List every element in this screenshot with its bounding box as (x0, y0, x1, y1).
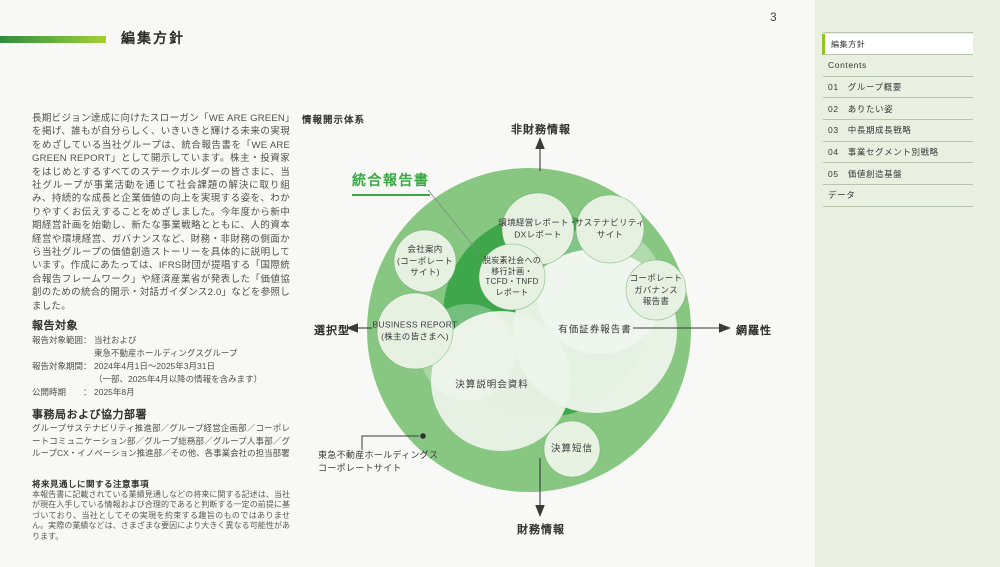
forward-looking-heading: 将来見通しに関する注意事項 (32, 479, 150, 489)
integrated-report-label: 統合報告書 (352, 170, 430, 196)
sidebar-item-aritai-sugata[interactable]: 02 ありたい姿 (823, 98, 973, 121)
sidebar-item-contents[interactable]: Contents (823, 55, 973, 77)
corporate-site-pointer-dot (420, 433, 426, 439)
corporate-site-pointer-line (361, 435, 419, 450)
sidebar-item-data[interactable]: データ (823, 185, 973, 207)
table-row: 公開時期 ： 2025年8月 (32, 386, 294, 399)
page-title: 編集方針 (121, 30, 185, 46)
tanshin-label: 決算短信 (550, 443, 594, 455)
scope-range-value: 当社および 東急不動産ホールディングスグループ (94, 335, 238, 358)
env-dx-label: 環境経営レポート・ DXレポート (498, 217, 578, 240)
scope-period-value: 2024年4月1日～2025年3月31日 （一部、2025年4月以降の情報を含み… (94, 361, 263, 384)
scope-period-label: 報告対象期間： (32, 361, 92, 371)
sidebar: 編集方針 Contents 01 グループ概要 02 ありたい姿 03 中長期成… (815, 0, 1000, 567)
axis-label-selective: 選択型 (314, 325, 350, 337)
scope-publish-value: 2025年8月 (94, 387, 135, 397)
decarbonization-label: 脱炭素社会への 移行計画・ TCFD・TNFD レポート (482, 256, 542, 297)
sidebar-item-segment-strategy[interactable]: 04 事業セグメント別戦略 (823, 142, 973, 164)
securities-report-label: 有価証券報告書 (558, 324, 632, 336)
sidebar-item-growth-strategy[interactable]: 03 中長期成長戦略 (823, 120, 973, 142)
sustainability-site-label: サステナビリティ サイト (575, 217, 645, 240)
axis-label-financial: 財務情報 (517, 524, 565, 536)
forward-looking-text: 本報告書に記載されている業績見通しなどの将来に関する記述は、当社が現在入手してい… (32, 490, 290, 541)
diagram-title: 情報開示体系 (302, 115, 366, 126)
secretariat-text: グループサステナビリティ推進部／グループ経営企画部／コーポレートコミュニケーショ… (32, 423, 290, 459)
scope-range-label: 報告対象範囲： (32, 335, 92, 345)
report-scope-heading: 報告対象 (32, 320, 78, 332)
business-report-label: BUSINESS REPORT (株主の皆さまへ) (372, 319, 458, 342)
axis-label-nonfinancial: 非財務情報 (511, 124, 571, 136)
header-accent-bar (0, 36, 106, 43)
page-number: 3 (770, 10, 777, 24)
sidebar-item-editorial-policy-active[interactable]: 編集方針 (822, 34, 973, 55)
report-scope-table: 報告対象範囲： 当社および 東急不動産ホールディングスグループ 報告対象期間： … (32, 334, 294, 399)
scope-publish-label: 公開時期 ： (32, 387, 92, 397)
sidebar-nav: 編集方針 Contents 01 グループ概要 02 ありたい姿 03 中長期成… (822, 32, 973, 207)
company-guide-label: 会社案内 (コーポレート サイト) (397, 243, 453, 277)
editorial-policy-text: 長期ビジョン達成に向けたスローガン「WE ARE GREEN」を掲げ、誰もが自分… (32, 113, 290, 312)
governance-report-label: コーポレート ガバナンス 報告書 (629, 272, 683, 306)
results-briefing-label: 決算説明会資料 (455, 379, 529, 391)
sidebar-item-group-overview[interactable]: 01 グループ概要 (823, 77, 973, 99)
table-row: 報告対象範囲： 当社および 東急不動産ホールディングスグループ (32, 334, 294, 360)
secretariat-heading: 事務局および協力部署 (32, 409, 147, 421)
axis-label-comprehensive: 網羅性 (736, 325, 772, 337)
corporate-site-note: 東急不動産ホールディングス コーポレートサイト (318, 450, 439, 473)
sidebar-item-value-creation-base[interactable]: 05 価値創造基盤 (823, 163, 973, 186)
table-row: 報告対象期間： 2024年4月1日～2025年3月31日 （一部、2025年4月… (32, 360, 294, 386)
